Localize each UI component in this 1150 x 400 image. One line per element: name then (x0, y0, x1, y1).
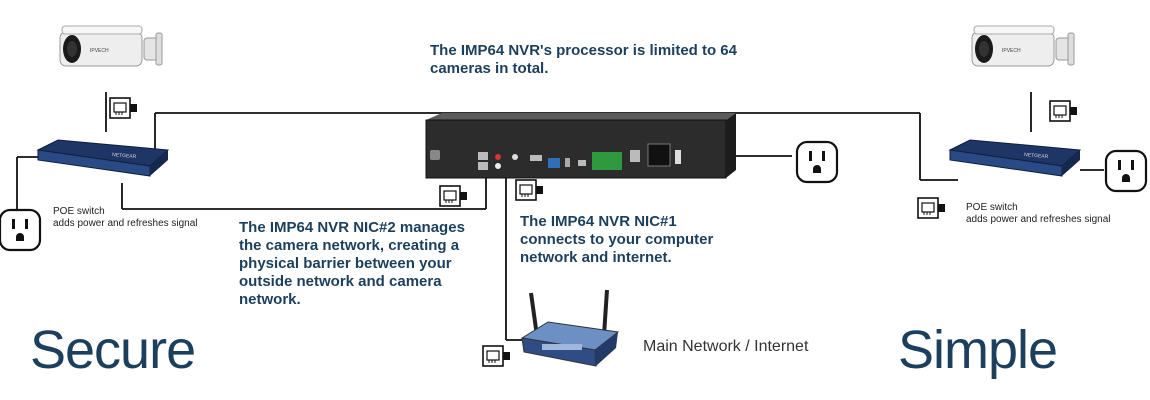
ethernet-plug-icon (917, 197, 946, 219)
nic1-description: The IMP64 NVR NIC#1 connects to your com… (520, 213, 714, 266)
poe-switch-left-label: POE switch adds power and refreshes sign… (53, 206, 233, 230)
poe-switch-right-line2: adds power and refreshes signal (966, 214, 1111, 225)
poe-switch-left: NETGEAR (37, 139, 169, 177)
simple-heading: Simple (898, 320, 1058, 380)
switch-left-brand: NETGEAR (112, 152, 137, 160)
secure-heading: Secure (30, 320, 196, 380)
wireless-router (520, 289, 620, 367)
poe-switch-right-label: POE switch adds power and refreshes sign… (966, 202, 1146, 226)
camera-left: IPVECH (59, 25, 163, 67)
ethernet-plug-icon (482, 345, 511, 367)
poe-switch-right-line1: POE switch (966, 202, 1018, 213)
camera-right-brand: IPVECH (1002, 48, 1021, 54)
processor-limit-note: The IMP64 NVR's processor is limited to … (430, 42, 737, 77)
power-outlet-icon (0, 208, 42, 252)
ethernet-plug-icon (1049, 100, 1078, 122)
nvr-device (425, 113, 736, 179)
router-label: Main Network / Internet (643, 338, 809, 355)
camera-right: IPVECH (971, 25, 1075, 67)
camera-left-brand: IPVECH (90, 48, 109, 54)
ethernet-plug-icon (515, 179, 544, 201)
switch-right-brand: NETGEAR (1024, 152, 1049, 160)
nic2-description: The IMP64 NVR NIC#2 manages the camera n… (239, 219, 465, 308)
poe-switch-left-line1: POE switch (53, 206, 105, 217)
poe-switch-left-line2: adds power and refreshes signal (53, 218, 198, 229)
ethernet-plug-icon (439, 185, 468, 207)
poe-switch-right: NETGEAR (949, 139, 1081, 177)
power-outlet-icon (795, 140, 839, 184)
ethernet-plug-icon (109, 97, 138, 119)
power-outlet-icon (1104, 149, 1148, 193)
